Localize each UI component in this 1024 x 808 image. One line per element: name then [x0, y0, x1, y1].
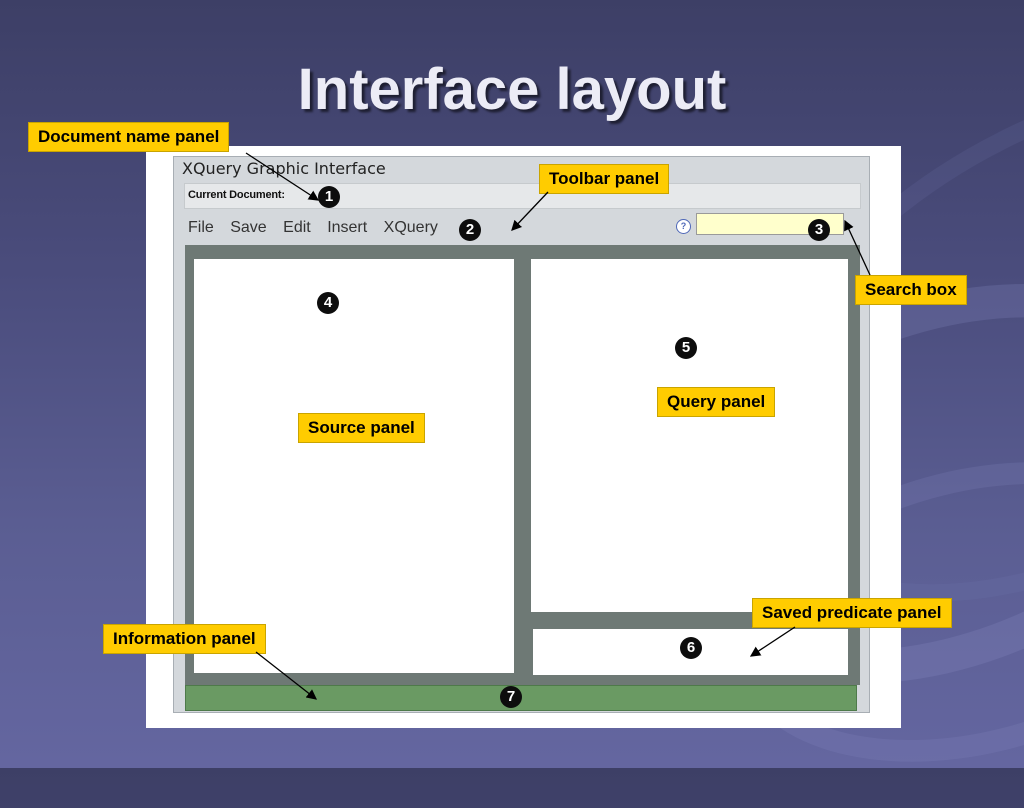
work-area: [185, 245, 860, 685]
query-panel[interactable]: [531, 259, 848, 612]
interface-screenshot: XQuery Graphic Interface Current Documen…: [146, 146, 901, 728]
menu-save[interactable]: Save: [230, 219, 267, 236]
toolbar-panel: File Save Edit Insert XQuery: [188, 219, 450, 237]
callout-document-name-panel: Document name panel: [28, 122, 230, 152]
help-icon[interactable]: ?: [676, 219, 691, 234]
callout-source-panel: Source panel: [298, 413, 425, 443]
marker-4: 4: [317, 292, 339, 314]
marker-7: 7: [500, 686, 522, 708]
menu-file[interactable]: File: [188, 219, 214, 236]
document-name-panel: Current Document:: [184, 183, 861, 209]
search-input[interactable]: [696, 213, 844, 235]
callout-search-box: Search box: [855, 275, 967, 305]
marker-1: 1: [318, 186, 340, 208]
callout-query-panel: Query panel: [657, 387, 776, 417]
window-title: XQuery Graphic Interface: [182, 159, 386, 178]
current-document-label: Current Document:: [188, 189, 285, 201]
callout-information-panel: Information panel: [103, 624, 266, 654]
menu-edit[interactable]: Edit: [283, 219, 311, 236]
menu-xquery[interactable]: XQuery: [383, 219, 438, 236]
marker-3: 3: [808, 219, 830, 241]
marker-6: 6: [680, 637, 702, 659]
callout-saved-predicate-panel: Saved predicate panel: [752, 598, 952, 628]
marker-2: 2: [459, 219, 481, 241]
callout-toolbar-panel: Toolbar panel: [539, 164, 670, 194]
menu-insert[interactable]: Insert: [327, 219, 368, 236]
slide-title: Interface layout: [297, 57, 727, 122]
source-panel[interactable]: [194, 259, 514, 673]
marker-5: 5: [675, 337, 697, 359]
application-window: XQuery Graphic Interface Current Documen…: [173, 156, 870, 713]
